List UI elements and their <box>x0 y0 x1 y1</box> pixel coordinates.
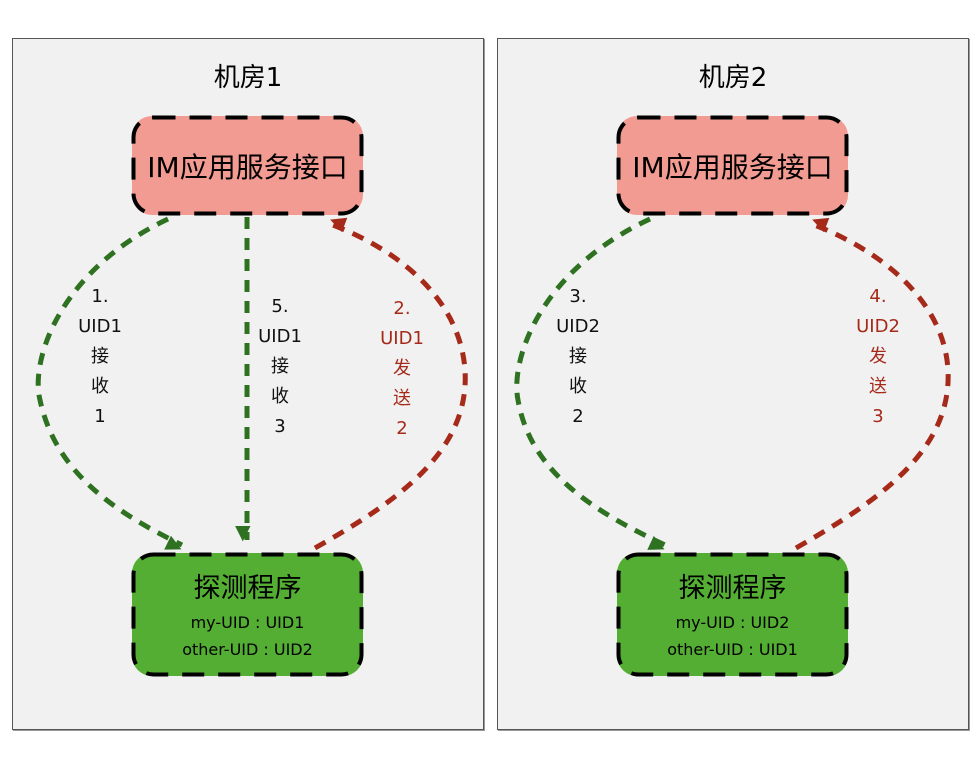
room-2-im-service-box: IM应用服务接口 <box>616 115 849 216</box>
probe-other-uid: other-UID : UID2 <box>182 640 313 659</box>
room-2-probe-box: 探测程序 my-UID : UID2 other-UID : UID1 <box>616 552 849 677</box>
probe-other-uid: other-UID : UID1 <box>667 640 798 659</box>
room-1-title: 机房1 <box>213 63 283 93</box>
dashed-outline <box>616 552 849 677</box>
edge-label-room1-step1: 1. UID1 接 收 1 <box>78 286 122 427</box>
dashed-outline <box>616 115 849 216</box>
im-service-label: IM应用服务接口 <box>632 150 833 184</box>
dashed-outline <box>131 115 364 216</box>
probe-title: 探测程序 <box>193 573 302 604</box>
edge-label-room2-step3: 3. UID2 接 收 2 <box>556 286 600 427</box>
edge-label-room1-step5: 5. UID1 接 收 3 <box>258 296 302 437</box>
probe-title: 探测程序 <box>678 573 787 604</box>
dashed-outline <box>131 552 364 677</box>
room-1-probe-box: 探测程序 my-UID : UID1 other-UID : UID2 <box>131 552 364 677</box>
room-2-title: 机房2 <box>698 63 768 93</box>
edge-label-room2-step4: 4. UID2 发 送 3 <box>856 286 900 427</box>
room-1-im-service-box: IM应用服务接口 <box>131 115 364 216</box>
probe-my-uid: my-UID : UID2 <box>675 613 790 632</box>
edge-label-room1-step2: 2. UID1 发 送 2 <box>380 298 424 439</box>
probe-my-uid: my-UID : UID1 <box>190 613 305 632</box>
im-service-label: IM应用服务接口 <box>147 150 348 184</box>
